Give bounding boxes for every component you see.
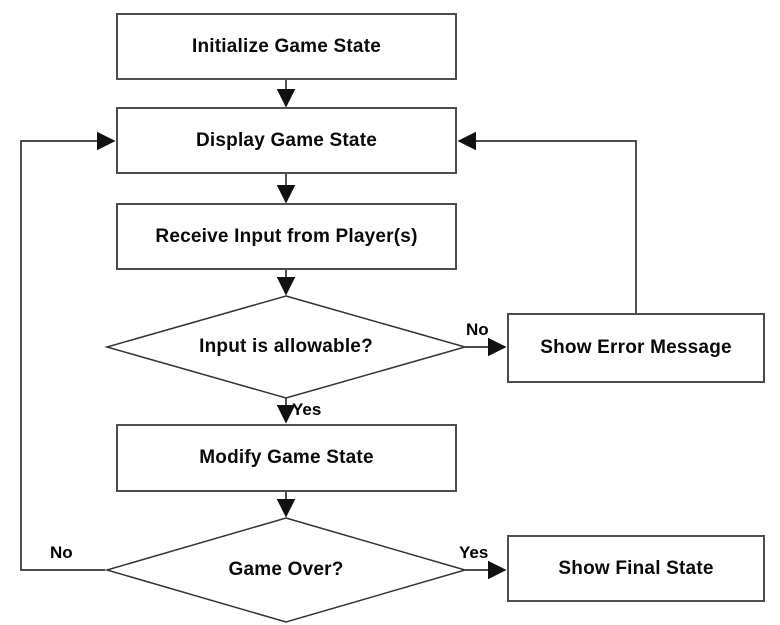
edge-label-game-over-yes: Yes: [459, 543, 489, 562]
node-modify-game-state: Modify Game State: [116, 424, 457, 492]
node-display-game-state: Display Game State: [116, 107, 457, 174]
edge-label-input-allowable-yes: Yes: [292, 400, 322, 419]
node-input-allowable-label: Input is allowable?: [199, 336, 373, 357]
edge-label-input-allowable-no: No: [466, 320, 489, 339]
edge-game-over-no-loop-to-display: [20, 131, 116, 571]
diamond-input-allowable-shape: [104, 295, 468, 399]
node-show-final-state: Show Final State: [507, 535, 765, 602]
edge-show-error-loop-to-display: [457, 131, 637, 313]
edge-label-game-over-no: No: [50, 543, 73, 562]
node-initialize-game-state: Initialize Game State: [116, 13, 457, 80]
diamond-game-over-shape: [104, 517, 468, 623]
node-receive-input: Receive Input from Player(s): [116, 203, 457, 270]
node-show-error-message: Show Error Message: [507, 313, 765, 383]
node-game-over-label: Game Over?: [228, 559, 344, 580]
